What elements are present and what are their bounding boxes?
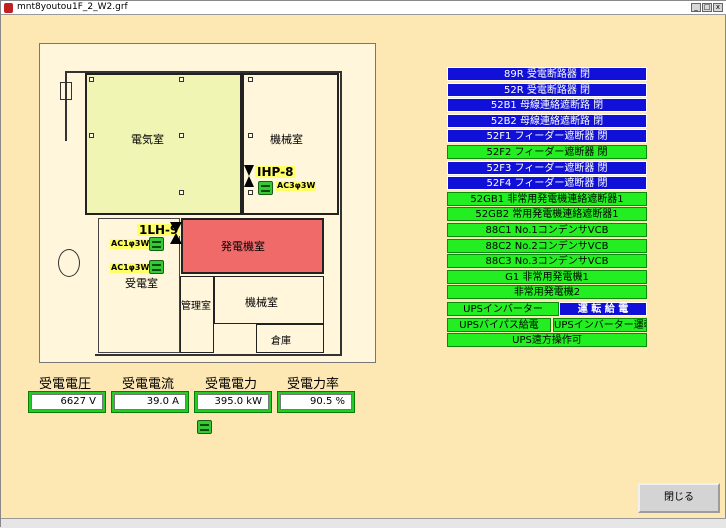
window-title: mnt8youtou1F_2_W2.grf	[17, 2, 128, 12]
room-admin-label: 管理室	[181, 301, 211, 312]
transformer-icon[interactable]	[258, 181, 273, 195]
ups-inverter-run[interactable]: UPSインバーター運転	[553, 318, 647, 332]
column-marker	[248, 133, 253, 138]
column-marker	[179, 190, 184, 195]
status-bar	[1, 518, 726, 528]
room-generator-label: 発電機室	[221, 240, 265, 253]
room-receiving-label: 受電室	[125, 277, 158, 290]
panel-ihp8-tag[interactable]: IHP-8	[255, 165, 296, 179]
meter-current-value: 39.0 A	[114, 394, 186, 410]
app-icon	[4, 3, 13, 13]
room-machine-lower-label: 機械室	[245, 296, 278, 309]
room-storage-label: 倉庫	[271, 336, 291, 347]
title-bar: mnt8youtou1F_2_W2.grf _ □ x	[1, 1, 726, 15]
stair-marker	[60, 82, 72, 100]
panel-1lh9-ac1: AC1φ3W	[110, 239, 151, 249]
meter-power-value: 395.0 kW	[197, 394, 269, 410]
panel-1lh9-ac2: AC1φ3W	[110, 263, 151, 273]
wall-right	[340, 71, 342, 356]
meter-powerfactor: 90.5 %	[277, 391, 355, 413]
room-electrical-label: 電気室	[131, 133, 164, 146]
room-machine-lower[interactable]: 機械室	[214, 276, 324, 324]
breaker-status-item[interactable]: 88C1 No.1コンデンサVCB	[447, 223, 647, 237]
meter-power-label: 受電電力	[205, 377, 258, 392]
breaker-status-item[interactable]: 非常用発電機2	[447, 285, 647, 300]
wall-bottom	[95, 354, 342, 356]
breaker-status-item[interactable]: 52F4 フィーダー遮断器 閉	[447, 176, 647, 191]
meter-voltage-label: 受電電圧	[39, 377, 92, 392]
breaker-status-item[interactable]: 52F3 フィーダー遮断器 閉	[447, 160, 647, 175]
breaker-status-item[interactable]: 89R 受電断路器 閉	[447, 67, 647, 81]
panel-1lh9-tag[interactable]: 1LH-9	[137, 223, 181, 237]
close-button[interactable]: 閉じる	[638, 483, 720, 513]
room-electrical[interactable]: 電気室	[85, 73, 242, 215]
column-marker	[179, 77, 184, 82]
room-machine-upper[interactable]: 機械室	[242, 73, 339, 215]
wall-left-upper	[65, 71, 67, 141]
breaker-status-item[interactable]: 52F2 フィーダー遮断器 閉	[447, 145, 647, 159]
meter-voltage: 6627 V	[28, 391, 106, 413]
breaker-status-item[interactable]: 52GB2 常用発電機連絡遮断器1	[447, 207, 647, 222]
panel-ihp8-icon[interactable]	[244, 165, 254, 187]
column-marker	[248, 77, 253, 82]
breaker-status-item[interactable]: 52F1 フィーダー遮断器 閉	[447, 129, 647, 144]
tree-marker	[58, 249, 80, 277]
ups-inverter-state[interactable]: 運 転 給 電	[559, 302, 647, 316]
minimize-button[interactable]: _	[691, 3, 701, 12]
ups-remote[interactable]: UPS遠方操作可	[447, 333, 647, 347]
column-marker	[89, 77, 94, 82]
maximize-button[interactable]: □	[702, 3, 712, 12]
wall-top	[65, 71, 340, 73]
panel-ihp8-ac: AC3φ3W	[276, 181, 317, 191]
column-marker	[89, 133, 94, 138]
close-window-button[interactable]: x	[713, 3, 723, 12]
room-admin[interactable]: 管理室	[180, 276, 214, 353]
breaker-status-item[interactable]: 52B2 母線連絡遮断路 閉	[447, 113, 647, 128]
room-generator[interactable]: 発電機室	[181, 218, 324, 274]
ups-bypass[interactable]: UPSバイパス給電	[447, 318, 551, 332]
room-receiving[interactable]: 受電室	[98, 218, 180, 353]
column-marker	[179, 133, 184, 138]
floor-plan: 電気室 機械室 発電機室 受電室 管理室 機械室	[39, 43, 376, 363]
breaker-status-item[interactable]: 88C3 No.3コンデンサVCB	[447, 254, 647, 269]
meter-voltage-value: 6627 V	[31, 394, 103, 410]
transformer-icon[interactable]	[149, 237, 164, 251]
column-marker	[248, 190, 253, 195]
meter-current: 39.0 A	[111, 391, 189, 413]
transformer-icon[interactable]	[197, 420, 212, 434]
panel-1lh9-icon[interactable]	[170, 222, 182, 244]
ups-inverter-label[interactable]: UPSインバーター	[447, 302, 559, 316]
transformer-icon[interactable]	[149, 260, 164, 274]
room-storage[interactable]: 倉庫	[256, 324, 324, 353]
breaker-status-item[interactable]: 52R 受電断路器 閉	[447, 82, 647, 97]
breaker-status-item[interactable]: 52B1 母線連絡遮断路 閉	[447, 98, 647, 113]
meter-powerfactor-value: 90.5 %	[280, 394, 352, 410]
meter-power: 395.0 kW	[194, 391, 272, 413]
meter-powerfactor-label: 受電力率	[287, 377, 340, 392]
meter-current-label: 受電電流	[122, 377, 175, 392]
room-machine-upper-label: 機械室	[270, 133, 303, 146]
breaker-status-item[interactable]: 52GB1 非常用発電機連絡遮断器1	[447, 191, 647, 206]
breaker-status-item[interactable]: 88C2 No.2コンデンサVCB	[447, 238, 647, 253]
breaker-status-item[interactable]: G1 非常用発電機1	[447, 269, 647, 284]
